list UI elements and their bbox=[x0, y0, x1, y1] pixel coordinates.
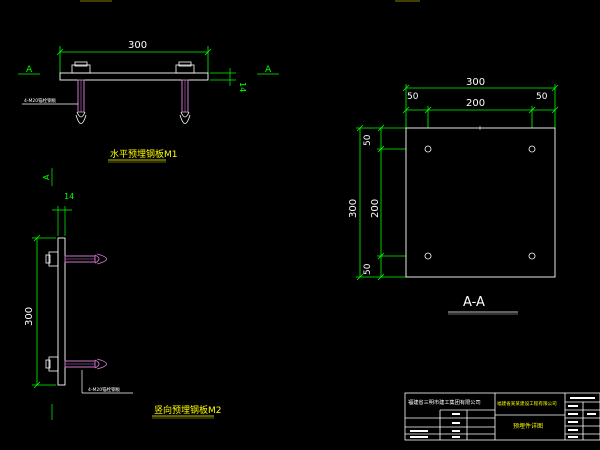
section-bottom-offset-label: 50 bbox=[363, 263, 373, 275]
section-right-offset-label: 50 bbox=[536, 92, 548, 102]
vertical-plate bbox=[57, 237, 66, 386]
side-view-height-label: 300 bbox=[24, 307, 35, 326]
section-plate bbox=[405, 127, 556, 278]
title-block-drawing: 预埋件详图 bbox=[513, 422, 543, 430]
side-view-bolt-label: 4-M20锚栓钢板 bbox=[88, 386, 121, 393]
top-view-caption: 水平预埋钢板M1 bbox=[110, 148, 178, 160]
section-total-width-label: 300 bbox=[466, 77, 485, 88]
title-block-cell-marks bbox=[410, 397, 596, 438]
top-view-bolt-right bbox=[175, 61, 195, 124]
top-view-section-mark-right: A bbox=[265, 65, 272, 75]
side-view-m2: A 14 300 bbox=[24, 168, 222, 420]
section-total-height-label: 300 bbox=[348, 199, 359, 218]
horizontal-plate bbox=[59, 72, 209, 81]
side-view-bolt-top bbox=[45, 251, 107, 267]
top-view-bolt-label: 4-M20锚栓钢板 bbox=[24, 97, 57, 104]
side-view-thick-label: 14 bbox=[64, 192, 74, 201]
section-left-offset-label: 50 bbox=[407, 92, 419, 102]
top-view-thick-label: 14 bbox=[238, 82, 247, 92]
side-view-bolt-bottom bbox=[45, 356, 107, 372]
hole-top-right bbox=[528, 145, 536, 153]
hole-bottom-left bbox=[424, 252, 432, 260]
title-block-project: 福建省某某建设工程有限公司 bbox=[497, 400, 557, 407]
side-view-caption: 竖向预埋钢板M2 bbox=[154, 404, 222, 416]
title-block bbox=[404, 392, 600, 441]
section-caption: A-A bbox=[463, 295, 485, 310]
top-view-bolt-left bbox=[71, 61, 91, 124]
section-inner-width-label: 200 bbox=[466, 98, 485, 109]
top-view-section-mark-left: A bbox=[26, 65, 33, 75]
title-block-company: 福建省三明市建工集团有限公司 bbox=[408, 398, 481, 406]
hole-top-left bbox=[424, 145, 432, 153]
top-view-m1: 300 A A 14 4- bbox=[18, 40, 279, 163]
top-view-width-label: 300 bbox=[128, 40, 147, 51]
section-view-aa: 300 200 50 50 300 200 50 50 bbox=[348, 77, 559, 315]
top-view-width-dimension bbox=[56, 46, 212, 74]
hole-bottom-right bbox=[528, 252, 536, 260]
section-top-offset-label: 50 bbox=[363, 134, 373, 146]
section-inner-height-label: 200 bbox=[370, 199, 381, 218]
side-view-section-mark: A bbox=[42, 174, 51, 180]
